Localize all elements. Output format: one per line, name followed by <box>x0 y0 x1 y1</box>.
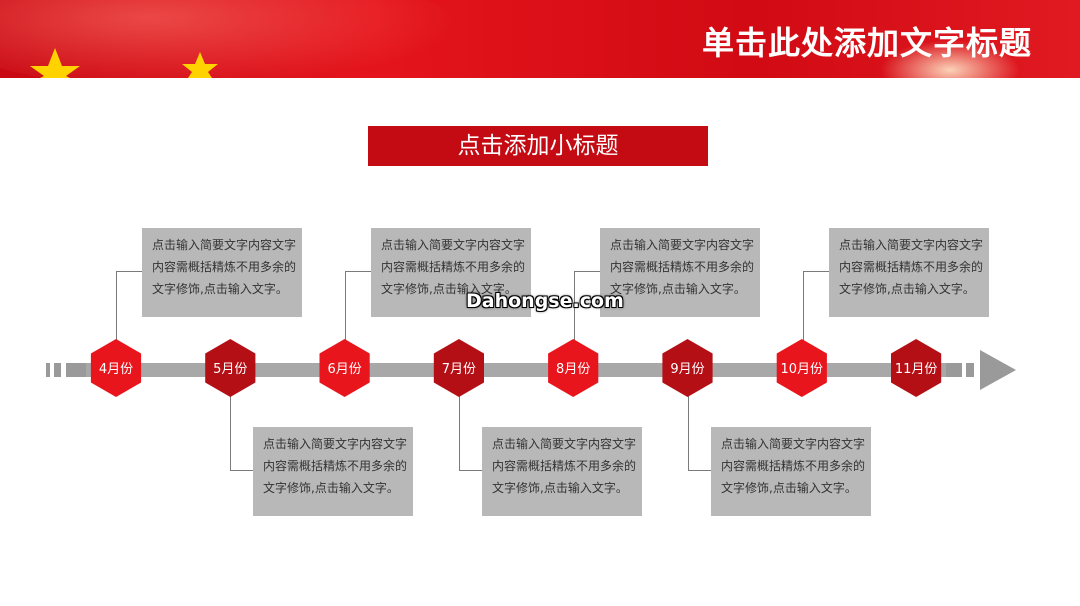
month-label: 4月份 <box>99 362 133 377</box>
connector-line <box>574 271 600 272</box>
box-line: 文字修饰,点击输入文字。 <box>721 481 857 495</box>
box-line: 内容需概括精炼不用多余的 <box>381 260 526 274</box>
box-line: 内容需概括精炼不用多余的 <box>721 459 866 473</box>
connector-line <box>230 395 231 470</box>
connector-line <box>574 271 575 343</box>
month-hexagon[interactable] <box>90 339 142 397</box>
subtitle-bar[interactable]: 点击添加小标题 <box>368 126 708 166</box>
connector-line <box>688 395 689 470</box>
watermark: Dahongse.com <box>466 290 624 312</box>
box-line: 点击输入简要文字内容文字 <box>839 238 984 252</box>
text-box-4[interactable]: 点击输入简要文字内容文字 内容需概括精炼不用多余的 文字修饰,点击输入文字。 <box>142 228 302 317</box>
dash-mark <box>54 363 61 377</box>
connector-line <box>459 470 482 471</box>
month-label: 7月份 <box>442 362 476 377</box>
box-line: 文字修饰,点击输入文字。 <box>152 282 288 296</box>
header-banner: 单击此处添加文字标题 <box>0 0 1080 78</box>
text-box-6[interactable]: 点击输入简要文字内容文字 内容需概括精炼不用多余的 文字修饰,点击输入文字。 <box>371 228 531 317</box>
timeline-bar <box>86 363 946 377</box>
text-box-9[interactable]: 点击输入简要文字内容文字 内容需概括精炼不用多余的 文字修饰,点击输入文字。 <box>711 427 871 516</box>
connector-line <box>345 271 371 272</box>
dash-mark <box>46 363 50 377</box>
box-line: 内容需概括精炼不用多余的 <box>152 260 297 274</box>
box-line: 文字修饰,点击输入文字。 <box>492 481 628 495</box>
connector-line <box>230 470 253 471</box>
month-label: 9月份 <box>670 362 704 377</box>
box-line: 文字修饰,点击输入文字。 <box>381 282 517 296</box>
box-line: 点击输入简要文字内容文字 <box>721 437 866 451</box>
box-line: 点击输入简要文字内容文字 <box>152 238 297 252</box>
text-box-7[interactable]: 点击输入简要文字内容文字 内容需概括精炼不用多余的 文字修饰,点击输入文字。 <box>482 427 642 516</box>
box-line: 文字修饰,点击输入文字。 <box>839 282 975 296</box>
connector-line <box>116 271 117 343</box>
month-label: 5月份 <box>213 362 247 377</box>
box-line: 文字修饰,点击输入文字。 <box>610 282 746 296</box>
month-hexagon[interactable] <box>433 339 484 397</box>
connector-line <box>803 271 804 343</box>
box-line: 点击输入简要文字内容文字 <box>263 437 408 451</box>
box-line: 文字修饰,点击输入文字。 <box>263 481 399 495</box>
timeline: 4月份 5月份 6月份 7月份 8月份 9月份 10月份 11月份 <box>46 339 1016 397</box>
text-box-8[interactable]: 点击输入简要文字内容文字 内容需概括精炼不用多余的 文字修饰,点击输入文字。 <box>600 228 760 317</box>
month-label: 8月份 <box>556 362 590 377</box>
month-hexagon[interactable] <box>205 339 256 397</box>
dash-mark <box>946 363 962 377</box>
month-label: 11月份 <box>895 362 938 377</box>
month-hexagon[interactable] <box>662 339 713 397</box>
dash-mark <box>966 363 974 377</box>
connector-line <box>459 395 460 470</box>
text-box-5[interactable]: 点击输入简要文字内容文字 内容需概括精炼不用多余的 文字修饰,点击输入文字。 <box>253 427 413 516</box>
month-hexagon[interactable] <box>548 339 599 397</box>
connector-line <box>116 271 142 272</box>
connector-line <box>803 271 829 272</box>
box-line: 点击输入简要文字内容文字 <box>492 437 637 451</box>
box-line: 点击输入简要文字内容文字 <box>610 238 755 252</box>
box-line: 内容需概括精炼不用多余的 <box>263 459 408 473</box>
flag-wave-decoration <box>0 0 460 78</box>
box-line: 点击输入简要文字内容文字 <box>381 238 526 252</box>
month-hexagon[interactable] <box>319 339 370 397</box>
connector-line <box>345 271 346 343</box>
box-line: 内容需概括精炼不用多余的 <box>839 260 984 274</box>
text-box-10[interactable]: 点击输入简要文字内容文字 内容需概括精炼不用多余的 文字修饰,点击输入文字。 <box>829 228 989 317</box>
month-hexagon[interactable] <box>891 339 942 397</box>
month-label: 10月份 <box>781 362 824 377</box>
month-hexagon[interactable] <box>776 339 827 397</box>
dash-mark <box>66 363 86 377</box>
box-line: 内容需概括精炼不用多余的 <box>610 260 755 274</box>
arrow-head-icon <box>980 350 1016 390</box>
box-line: 内容需概括精炼不用多余的 <box>492 459 637 473</box>
connector-line <box>688 470 711 471</box>
star-decoration <box>30 48 218 78</box>
month-label: 6月份 <box>327 362 361 377</box>
page-title[interactable]: 单击此处添加文字标题 <box>701 24 1032 62</box>
